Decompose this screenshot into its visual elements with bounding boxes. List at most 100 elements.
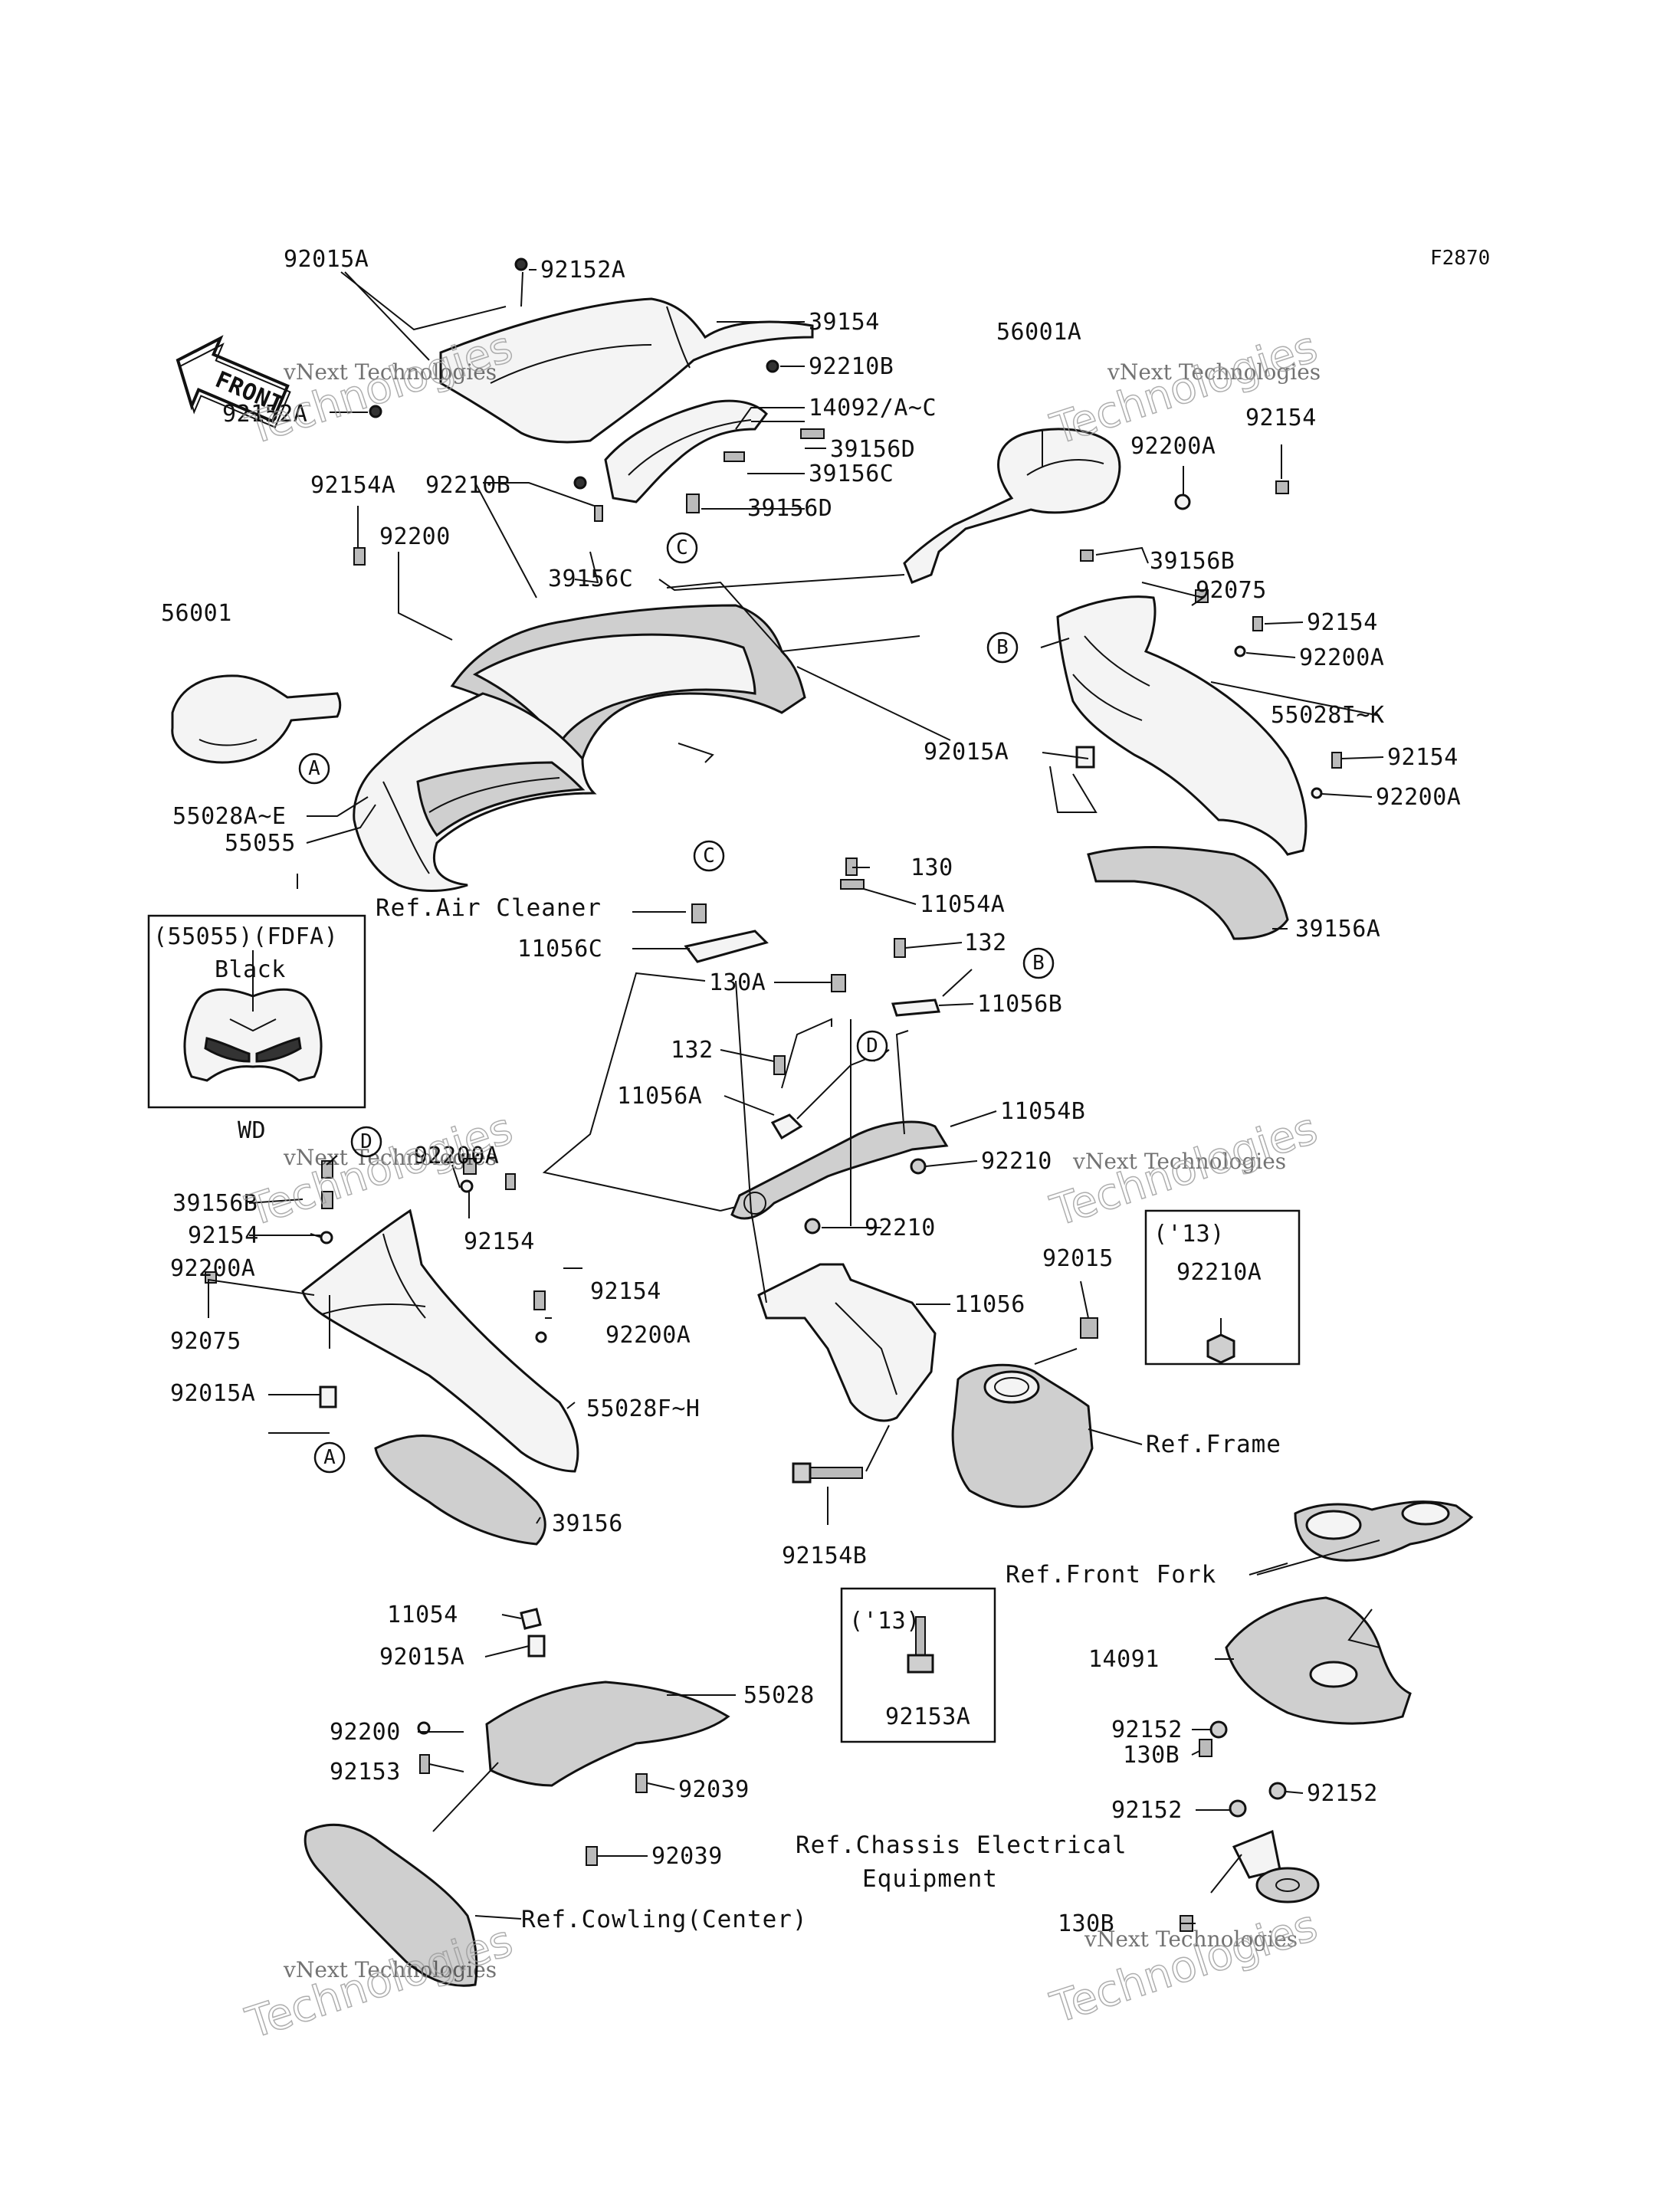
label-55055: 55055	[225, 830, 296, 857]
watermark-text: vNext Technologies	[283, 1957, 497, 1982]
label-55028: 55028	[743, 1682, 815, 1709]
leader-lines	[208, 269, 1384, 1924]
label-92210-right: 92210	[981, 1148, 1052, 1175]
label-14091: 14091	[1088, 1646, 1160, 1673]
label-92039-b: 92039	[651, 1843, 723, 1870]
label-92210A: 92210A	[1176, 1259, 1262, 1286]
label-inset-13-a: ('13)	[1153, 1221, 1225, 1248]
callout-C-center: C	[693, 840, 725, 872]
front-cowl-55028AE	[353, 692, 597, 892]
label-92075-right: 92075	[1196, 577, 1267, 604]
label-inset-black: Black	[215, 956, 286, 983]
frame-head-ref	[951, 1363, 1094, 1508]
label-92154-r2: 92154	[1307, 609, 1378, 636]
label-130B-a: 130B	[1123, 1742, 1180, 1769]
chassis-electrical-ref	[1232, 1829, 1320, 1904]
label-92075-left: 92075	[170, 1328, 241, 1355]
bracket-11056	[757, 1263, 937, 1422]
label-92153A: 92153A	[885, 1703, 970, 1730]
svg-text:D: D	[360, 1130, 372, 1153]
label-39156B-left: 39156B	[172, 1190, 258, 1217]
label-92200A-l3: 92200A	[605, 1322, 691, 1349]
label-92210-mid: 92210	[865, 1215, 936, 1241]
inset-13-92153A-box	[840, 1587, 996, 1743]
pad-39156	[374, 1435, 546, 1546]
label-130B-b: 130B	[1058, 1910, 1114, 1937]
nut-92210A	[1206, 1333, 1235, 1364]
label-92154A: 92154A	[310, 472, 395, 499]
label-92153: 92153	[330, 1759, 401, 1785]
label-92210B-right: 92210B	[809, 353, 894, 380]
label-39156: 39156	[552, 1510, 623, 1537]
left-cowl-55028FH	[301, 1208, 579, 1473]
label-92200: 92200	[379, 523, 451, 550]
label-92152A-top: 92152A	[540, 257, 625, 284]
watermark-text: vNext Technologies	[283, 359, 497, 385]
callout-C-top: C	[666, 532, 698, 564]
label-inset-13-b: ('13)	[849, 1608, 920, 1635]
label-56001: 56001	[161, 600, 232, 627]
label-92039-a: 92039	[678, 1776, 750, 1803]
label-ref-frame: Ref.Frame	[1146, 1431, 1281, 1458]
svg-text:B: B	[996, 636, 1009, 659]
inset-13-92210A-box	[1144, 1209, 1301, 1366]
callout-A-top: A	[298, 753, 330, 785]
label-92154-r1: 92154	[1245, 405, 1317, 431]
label-92200-bottom: 92200	[330, 1719, 401, 1746]
label-55028AE: 55028A~E	[172, 803, 287, 830]
label-39156D-b: 39156D	[747, 495, 832, 522]
stay-11054B	[730, 1120, 949, 1220]
svg-text:A: A	[308, 757, 320, 780]
label-92015A-bottom: 92015A	[379, 1644, 464, 1671]
mirror-56001A	[903, 428, 1121, 584]
label-92152-r1: 92152	[1111, 1717, 1183, 1743]
mirror-56001	[171, 674, 342, 764]
diagram-id: F2870	[1430, 247, 1490, 270]
fasteners	[205, 257, 1342, 1932]
label-11054B: 11054B	[1000, 1098, 1085, 1125]
label-11056B: 11056B	[977, 991, 1062, 1018]
callout-B-right: B	[986, 631, 1019, 664]
label-ref-chassis-2: Equipment	[862, 1865, 998, 1893]
svg-text:B: B	[1032, 952, 1045, 975]
callout-D-left: D	[350, 1126, 382, 1158]
label-39154: 39154	[809, 309, 880, 336]
svg-text:C: C	[676, 536, 688, 559]
label-55028IK: 55028I~K	[1271, 702, 1385, 729]
label-39156C-a: 39156C	[809, 461, 894, 487]
pad-39156A	[1087, 846, 1289, 940]
watermark-text: vNext Technologies	[1084, 1926, 1298, 1952]
label-92154-l1: 92154	[188, 1222, 259, 1249]
label-92152-r2: 92152	[1111, 1797, 1183, 1824]
label-92200A-l2: 92200A	[170, 1255, 255, 1282]
label-39156D-a: 39156D	[830, 436, 915, 463]
part-labels: 92015A 92152A 39154 92210B 14092/A~C 921…	[153, 246, 1461, 1937]
label-92015A-left: 92015A	[170, 1380, 255, 1407]
label-56001A: 56001A	[996, 319, 1081, 346]
svg-text:A: A	[323, 1446, 336, 1469]
label-130: 130	[911, 854, 953, 881]
label-92152-r3: 92152	[1307, 1780, 1378, 1807]
cowling-center-ref	[304, 1823, 478, 1987]
windshield-39154	[439, 297, 814, 444]
watermark-text: vNext Technologies	[283, 1145, 497, 1170]
label-92200A-l1: 92200A	[414, 1143, 499, 1169]
watermark-text: vNext Technologies	[1107, 359, 1321, 385]
label-132-left: 132	[671, 1037, 714, 1064]
label-132-right: 132	[964, 930, 1007, 956]
label-92210B-left: 92210B	[425, 472, 510, 499]
inset-55055-box	[147, 914, 366, 1109]
label-92154B: 92154B	[782, 1543, 867, 1569]
label-92200A-r2: 92200A	[1299, 644, 1384, 671]
label-39156B-right: 39156B	[1150, 548, 1235, 575]
label-92154-l3: 92154	[590, 1278, 661, 1305]
label-55028FH: 55028F~H	[586, 1395, 701, 1422]
watermark-text: vNext Technologies	[1072, 1149, 1286, 1174]
callout-D-center: D	[856, 1030, 888, 1062]
label-ref-front-fork: Ref.Front Fork	[1006, 1561, 1216, 1589]
label-11056C: 11056C	[517, 936, 602, 962]
front-fork-ref	[1294, 1500, 1474, 1562]
label-92015A-mid: 92015A	[924, 739, 1009, 766]
svg-text:C: C	[703, 844, 715, 867]
label-ref-chassis-1: Ref.Chassis Electrical	[796, 1831, 1127, 1859]
